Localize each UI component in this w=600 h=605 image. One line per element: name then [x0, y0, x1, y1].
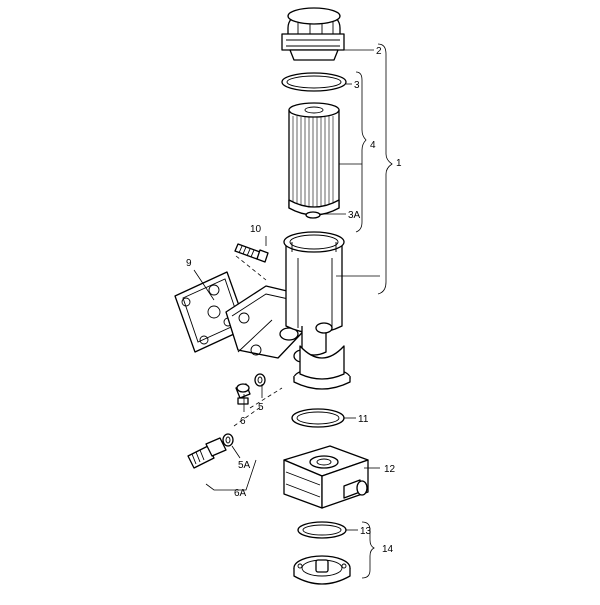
callout-14: 14: [382, 544, 394, 555]
callout-3: 3: [354, 80, 360, 91]
part-3a-seal: [305, 211, 321, 219]
part-5a-washer: [222, 433, 234, 447]
callout-1: 1: [396, 158, 402, 169]
part-14-cover: [293, 555, 351, 585]
part-11-o-ring: [291, 408, 345, 428]
part-12-oil-cooler: [283, 445, 369, 509]
callout-5: 5: [258, 402, 264, 413]
part-9-gasket: [174, 271, 248, 353]
part-6a-sensor: [187, 437, 227, 469]
part-2-housing-cap: [281, 7, 345, 61]
part-10-bolt: [234, 243, 269, 263]
callout-4: 4: [370, 140, 376, 151]
part-3-o-ring: [281, 72, 347, 92]
leader-lines: [193, 43, 393, 579]
callout-11: 11: [358, 414, 369, 425]
oil-filter-element: [288, 102, 340, 216]
callout-6: 6: [240, 416, 246, 427]
callout-12: 12: [384, 464, 396, 475]
callout-3a: 3A: [348, 210, 361, 221]
part-13-seal: [297, 521, 347, 539]
callout-labels: 2 3 4 1 3A 10 9 5 6 11 5A 12 6A 13 14: [186, 46, 402, 555]
filter-housing-body: [225, 231, 351, 390]
part-6-plug: [235, 383, 251, 405]
callout-13: 13: [360, 526, 372, 537]
callout-6a: 6A: [234, 488, 247, 499]
callout-10: 10: [250, 224, 262, 235]
part-5-washer: [254, 373, 266, 387]
callout-9: 9: [186, 258, 192, 269]
callout-2: 2: [376, 46, 382, 57]
callout-5a: 5A: [238, 460, 251, 471]
